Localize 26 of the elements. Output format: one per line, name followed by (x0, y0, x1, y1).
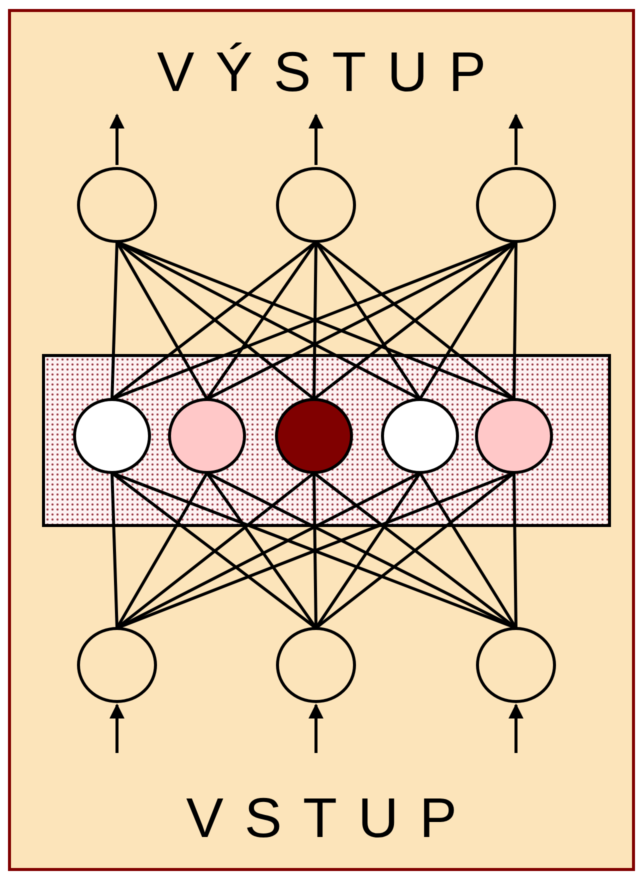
connection-line (312, 472, 318, 628)
arrow (308, 704, 324, 753)
neuron-circle (276, 167, 356, 243)
connection-line (512, 242, 518, 400)
neuron-circle (77, 167, 157, 243)
layer-label: VSTUP (185, 786, 478, 849)
neuron-circle (476, 167, 556, 243)
neuron-circle (73, 398, 151, 474)
neuron-circle (275, 398, 353, 474)
hidden-layer-band (42, 354, 611, 527)
arrow (508, 704, 524, 753)
neuron-circle (77, 627, 157, 703)
connection-line (312, 242, 318, 400)
arrow (508, 114, 524, 165)
layer-label: VÝSTUP (156, 40, 508, 103)
neuron-circle (475, 398, 553, 474)
neuron-circle (276, 627, 356, 703)
arrow (308, 114, 324, 165)
arrow (110, 704, 124, 753)
neuron-circle (381, 398, 459, 474)
arrow (110, 114, 124, 165)
connection-line (110, 472, 118, 628)
connection-line (110, 242, 118, 400)
neuron-circle (168, 398, 246, 474)
connection-line (512, 472, 518, 628)
neuron-circle (476, 627, 556, 703)
